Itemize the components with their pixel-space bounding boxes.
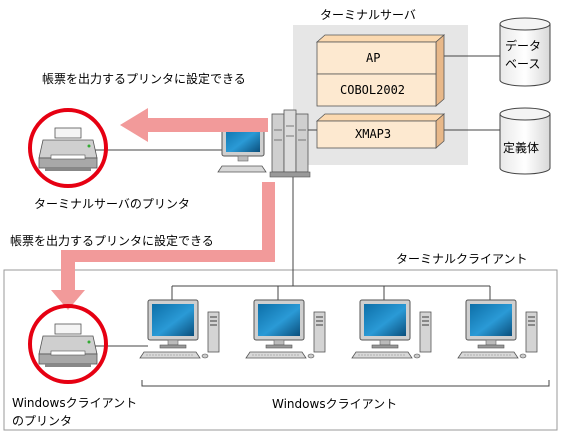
server-rack — [269, 109, 311, 178]
xmap3-label: XMAP3 — [355, 127, 392, 141]
arrow-label-top: 帳票を出力するプリンタに設定できる — [42, 72, 246, 86]
arrow-label-mid: 帳票を出力するプリンタに設定できる — [10, 234, 214, 248]
arrow-to-server-printer — [120, 108, 268, 142]
database-cylinder — [499, 17, 551, 87]
xmap3-block — [315, 113, 446, 149]
arrow-to-windows-printer — [51, 182, 275, 310]
server-title: ターミナルサーバ — [320, 8, 416, 22]
windows-printer-highlight — [28, 304, 108, 384]
ap-cobol-block — [315, 34, 446, 107]
server-printer-highlight — [28, 108, 108, 188]
cobol-label: COBOL2002 — [340, 83, 406, 97]
definition-cylinder — [499, 107, 551, 175]
database-label-line2: ベース — [505, 57, 541, 71]
definition-label: 定義体 — [503, 141, 540, 155]
ap-label: AP — [366, 51, 381, 65]
client-area-label: ターミナルクライアント — [396, 252, 528, 266]
server-printer-label: ターミナルサーバのプリンタ — [34, 197, 190, 211]
windows-printer-label-line2: のプリンタ — [12, 414, 73, 428]
windows-printer-label-line1: Windowsクライアント — [12, 396, 138, 410]
windows-clients-label: Windowsクライアント — [272, 397, 398, 411]
database-label-line1: データ — [505, 39, 542, 53]
clients-bracket — [141, 380, 550, 387]
client-area — [3, 269, 558, 431]
